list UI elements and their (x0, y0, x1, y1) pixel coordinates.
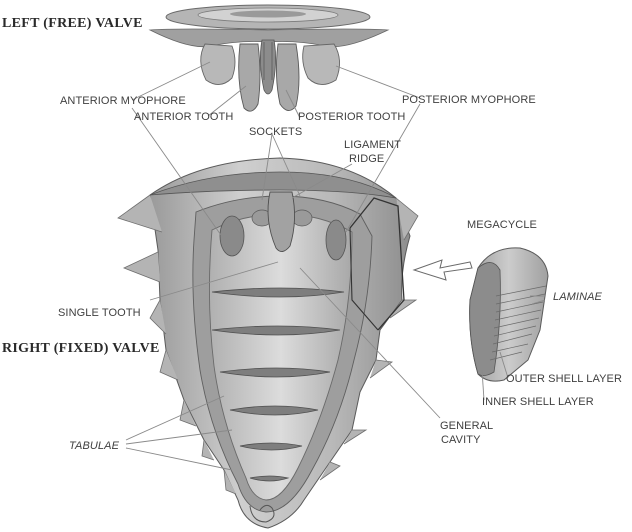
label-general: GENERAL (440, 420, 494, 432)
left-valve-drawing (148, 4, 390, 112)
label-tabulae: TABULAE (69, 440, 120, 452)
socket-right (325, 219, 347, 261)
left-valve-title: LEFT (FREE) VALVE (2, 16, 143, 31)
anterior-tooth-shape (238, 43, 261, 112)
label-posterior-tooth: POSTERIOR TOOTH (298, 111, 406, 123)
label-megacycle: MEGACYCLE (467, 219, 537, 231)
label-anterior-myophore: ANTERIOR MYOPHORE (60, 95, 186, 107)
label-ridge: RIDGE (349, 153, 385, 165)
right-valve-title: RIGHT (FIXED) VALVE (2, 341, 160, 356)
right-valve-drawing (117, 157, 419, 529)
label-inner-shell-layer: INNER SHELL LAYER (482, 396, 594, 408)
leader-lines (125, 61, 546, 471)
arrow-icon (412, 259, 473, 281)
label-anterior-tooth: ANTERIOR TOOTH (134, 111, 234, 123)
label-ligament: LIGAMENT (344, 139, 402, 151)
label-posterior-myophore: POSTERIOR MYOPHORE (402, 94, 536, 106)
label-single-tooth: SINGLE TOOTH (58, 307, 141, 319)
label-sockets: SOCKETS (249, 126, 303, 138)
label-cavity: CAVITY (441, 434, 481, 446)
posterior-tooth-shape (275, 43, 300, 111)
anterior-myophore-shape (200, 43, 236, 85)
socket-left (219, 215, 245, 257)
megacycle-drawing (412, 247, 549, 382)
label-outer-shell-layer: OUTER SHELL LAYER (506, 373, 623, 385)
ligament-ridge-shape (267, 191, 295, 252)
posterior-myophore-shape (302, 43, 340, 85)
label-laminae: LAMINAE (553, 291, 602, 303)
